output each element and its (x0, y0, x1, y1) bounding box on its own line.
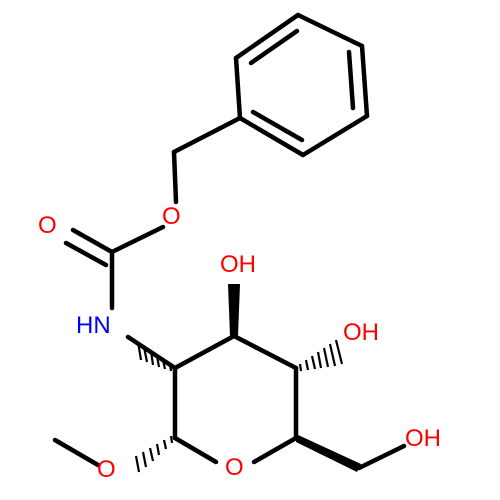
atom-o-ester: O (162, 203, 181, 230)
substituent-bonds (52, 284, 407, 473)
atom-o-methoxy: O (97, 456, 116, 483)
benzene-ring (233, 12, 370, 158)
atom-oh-c4: OH (343, 319, 379, 346)
atom-nh: HN (76, 312, 111, 339)
wedge-bond-c5 (296, 434, 361, 472)
atom-o-carbonyl: O (38, 212, 57, 239)
atom-oh-c6: OH (405, 425, 441, 452)
hash-bond-c4 (298, 339, 344, 372)
atom-labels: O O HN OH OH OH O O (38, 203, 441, 483)
wedge-bond-c3 (228, 284, 240, 336)
hash-bond-c1 (134, 435, 174, 473)
pyranose-ring (172, 333, 299, 465)
hash-bond-c2 (136, 341, 173, 372)
atom-oh-c3: OH (220, 251, 256, 278)
atom-o-ring: O (225, 454, 244, 481)
